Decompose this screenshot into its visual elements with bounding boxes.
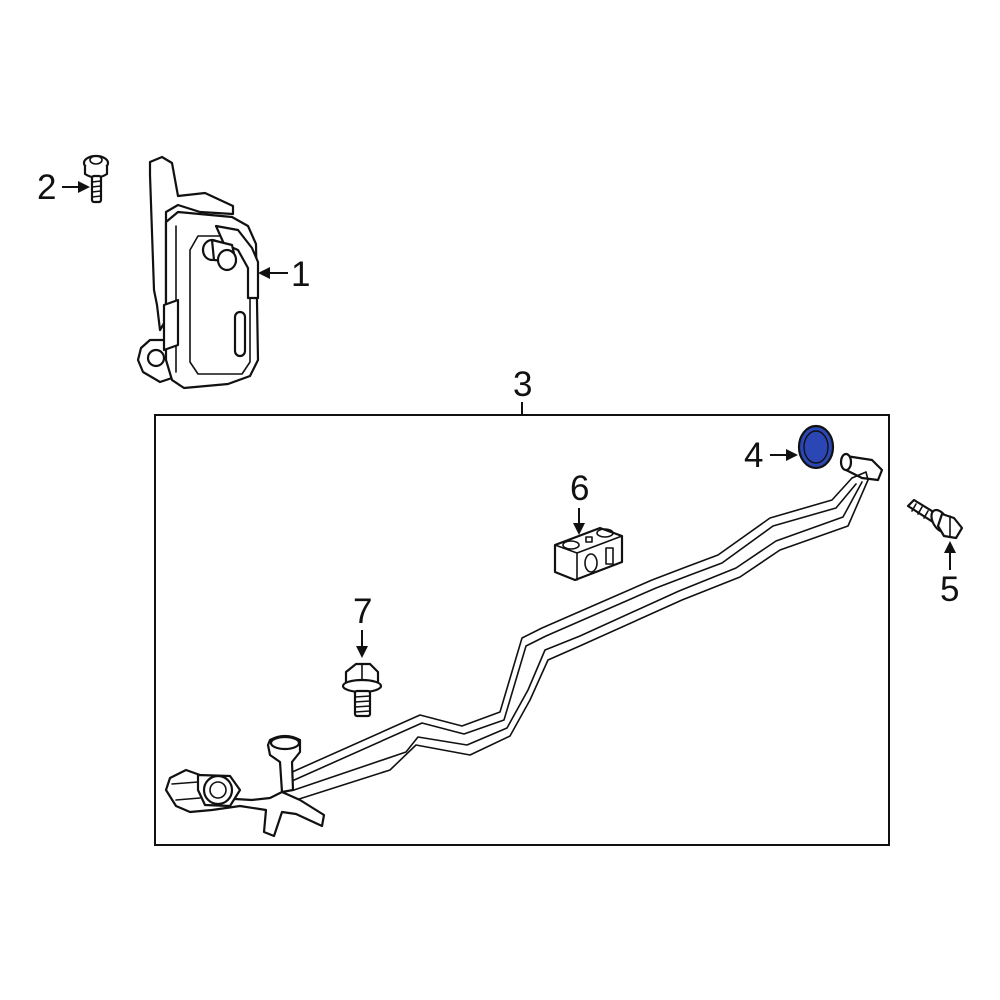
callout-5-label: 5 — [940, 570, 959, 609]
callout-2-label: 2 — [37, 168, 56, 207]
part-2-bolt-icon[interactable] — [82, 154, 110, 204]
part-3-assembly-frame — [154, 414, 890, 846]
part-4-seal-ring-icon[interactable] — [797, 424, 835, 470]
callout-7-label: 7 — [353, 592, 372, 631]
callout-4[interactable]: 4 — [744, 436, 798, 475]
part-1-oil-cooler-icon[interactable] — [136, 155, 260, 390]
part-7-bolt-icon[interactable] — [341, 662, 383, 718]
callout-3-label: 3 — [513, 365, 532, 404]
callout-5[interactable]: 5 — [940, 541, 959, 609]
part-3-cooler-line-assembly-icon[interactable] — [164, 452, 884, 838]
callout-6[interactable]: 6 — [570, 469, 589, 535]
part-5-bolt-icon[interactable] — [906, 498, 964, 540]
callout-1-label: 1 — [291, 255, 310, 294]
callout-2[interactable]: 2 — [37, 168, 90, 207]
callout-1[interactable]: 1 — [258, 255, 310, 294]
callout-4-label: 4 — [744, 436, 763, 475]
callout-6-label: 6 — [570, 469, 589, 508]
callout-7[interactable]: 7 — [353, 592, 372, 658]
part-6-line-clip-icon[interactable] — [553, 526, 624, 582]
callout-3[interactable]: 3 — [513, 365, 532, 415]
